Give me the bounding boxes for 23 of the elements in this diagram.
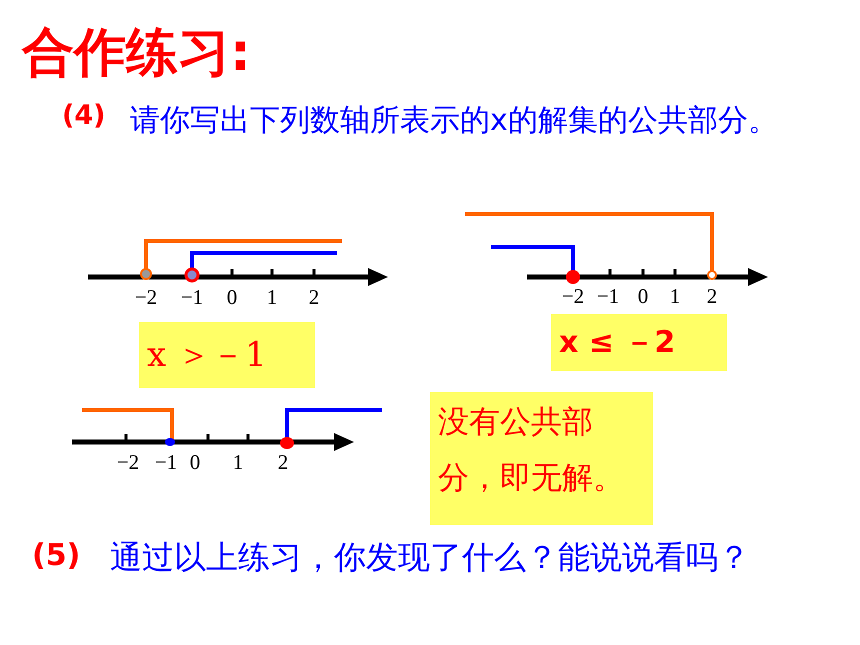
answer-box: 没有公共部分，即无解。 — [430, 392, 653, 525]
tick-label: 0 — [638, 284, 648, 309]
question-text: 通过以上练习，你发现了什么？能说说看吗？ — [110, 537, 751, 578]
tick-label: −1 — [154, 450, 178, 475]
tick-label: −2 — [562, 284, 584, 309]
tick-label: 2 — [706, 284, 718, 309]
answer-box: x ≤ －2 — [551, 314, 727, 371]
tick-label: −1 — [596, 284, 620, 309]
question-number: (4) — [62, 100, 106, 131]
tick-label: −2 — [116, 450, 140, 475]
tick-label: −2 — [134, 285, 158, 310]
tick-label: 1 — [232, 450, 244, 475]
answer-box: x ＞－1 — [139, 322, 315, 388]
tick-label: 1 — [266, 285, 278, 310]
question-number: (5) — [32, 538, 80, 573]
tick-label: 0 — [190, 450, 200, 475]
question-text: 请你写出下列数轴所表示的x的解集的公共部分。 — [130, 102, 779, 140]
tick-label: 0 — [226, 285, 238, 310]
tick-label: 2 — [278, 450, 288, 475]
tick-label: 2 — [308, 285, 320, 310]
tick-label: 1 — [670, 284, 680, 309]
tick-label: −1 — [180, 285, 204, 310]
slide-title: 合作练习: — [22, 22, 251, 85]
